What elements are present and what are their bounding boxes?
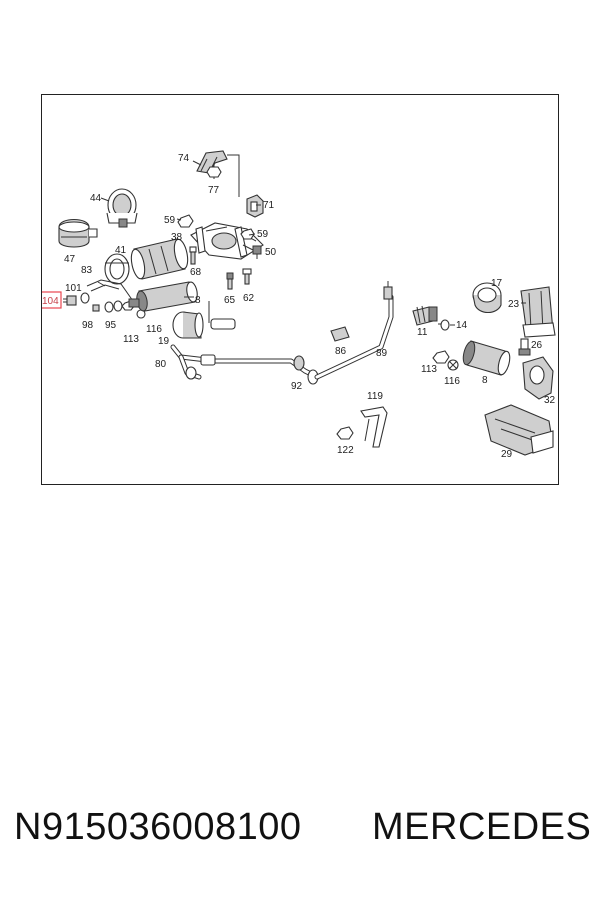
callout-47: 47 [64,254,76,265]
highlight-box [42,291,62,309]
callout-113-right: 113 [421,364,437,375]
part-8-pump-left [128,281,198,312]
part-59-nut-right [240,228,255,240]
brand-name: MERCEDES [372,806,592,848]
callout-122: 122 [337,445,354,456]
callout-116-right: 116 [444,376,460,387]
part-26-bolt [518,338,531,356]
part-23-bracket [520,286,556,338]
callout-44: 44 [90,193,102,204]
part-59-nut-left [177,214,194,228]
callout-41: 41 [115,245,127,256]
part-92-clamp [293,355,319,385]
part-98-fitting [92,304,100,312]
part-113-nut-right [432,350,450,364]
part-29-shield [484,404,554,456]
leader-lines [97,160,526,326]
part-connector [208,301,236,330]
part-119-bracket [360,406,388,448]
part-104-fitting [63,295,77,306]
part-8-pump-right [462,340,511,376]
callout-59-left: 59 [164,215,176,226]
part-89-fuel-line [314,281,394,380]
callout-83: 83 [81,265,93,276]
callout-14: 14 [456,320,468,331]
callout-17: 17 [491,278,503,289]
callout-26: 26 [531,340,543,351]
part-65-bolt [226,272,234,290]
part-44-clamp [106,188,138,228]
callout-80: 80 [155,359,167,370]
part-38-filter [130,238,189,280]
part-14-washer [440,319,450,331]
part-101-washer [80,292,90,304]
callout-23: 23 [508,299,520,310]
part-77-nut [206,163,222,178]
callout-77: 77 [208,185,220,196]
callout-104-highlight: 104 [42,291,62,309]
part-47-accumulator [58,218,98,248]
part-41-ring [104,253,130,285]
part-bracket-assembly [190,222,264,260]
callout-104: 104 [42,296,59,307]
callout-19: 19 [158,336,170,347]
part-80-hose [170,344,320,380]
part-32-cover [522,356,554,400]
callout-86: 86 [335,346,347,357]
part-122-nut [336,426,354,440]
callout-29: 29 [501,449,513,460]
part-11-fitting [412,305,438,326]
callout-68: 68 [190,267,202,278]
callout-92: 92 [291,381,303,392]
part-62-bolt [242,268,252,285]
part-68-bolt [189,246,197,265]
callout-11: 11 [417,327,428,338]
callout-95: 95 [105,320,117,331]
part-71-clip [246,194,264,218]
callout-59-right: 59 [257,229,269,240]
part-83-bracket [86,279,134,302]
callout-50: 50 [265,247,277,258]
part-number: N915036008100 [14,806,302,848]
part-95-washer [104,300,123,313]
callout-101: 101 [65,283,82,294]
parts-diagram-frame: 74 77 71 44 59 38 59 50 47 41 68 83 101 … [41,94,559,485]
callout-62: 62 [243,293,255,304]
callout-8-left: 8 [195,295,201,306]
callout-116-left: 116 [146,324,162,335]
callout-74: 74 [178,153,190,164]
callout-8-right: 8 [482,375,488,386]
callout-32: 32 [544,395,556,406]
part-86-clip [330,326,350,342]
parts-diagram: 74 77 71 44 59 38 59 50 47 41 68 83 101 … [42,150,556,460]
callout-113-left: 113 [123,334,139,345]
footer: N915036008100 MERCEDES [0,806,600,866]
callout-119: 119 [367,391,383,402]
callout-98: 98 [82,320,94,331]
part-116-washer-right [447,359,459,371]
callout-65: 65 [224,295,236,306]
callout-89: 89 [376,348,388,359]
callout-38: 38 [171,232,183,243]
part-19-ring [172,311,204,339]
part-50-bolt [252,245,262,259]
part-17-ring [472,282,502,314]
callout-71: 71 [263,200,275,211]
